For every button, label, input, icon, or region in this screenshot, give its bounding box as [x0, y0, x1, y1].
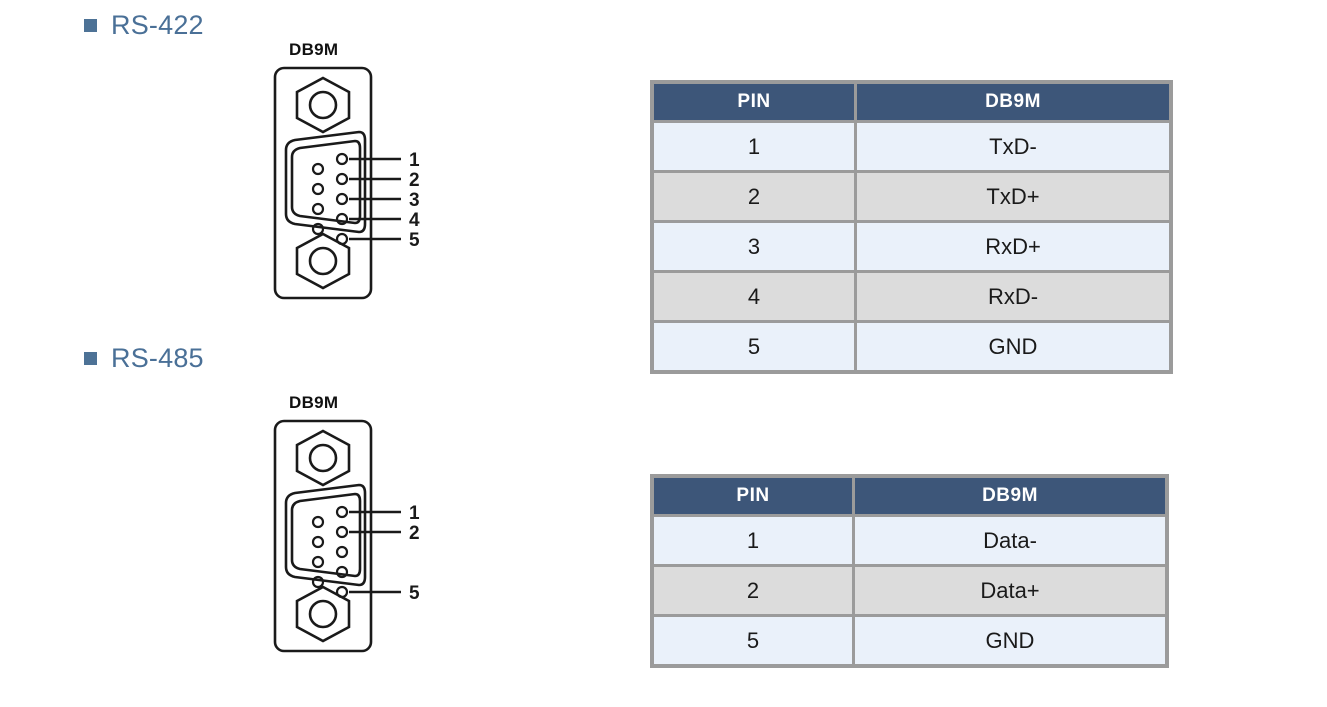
- svg-text:1: 1: [409, 503, 420, 524]
- cell-signal: GND: [855, 617, 1165, 664]
- section-heading-rs485: RS-485: [84, 345, 204, 372]
- column-header-pin: PIN: [654, 84, 854, 120]
- table-row: 5 GND: [654, 323, 1169, 370]
- svg-text:3: 3: [409, 190, 420, 211]
- column-header-signal: DB9M: [855, 478, 1165, 514]
- svg-text:1: 1: [409, 150, 420, 171]
- cell-signal: TxD-: [857, 123, 1169, 170]
- pinout-table-rs422: PIN DB9M 1 TxD- 2 TxD+ 3 RxD+ 4 RxD- 5 G…: [650, 80, 1173, 374]
- column-header-pin: PIN: [654, 478, 852, 514]
- svg-text:4: 4: [409, 210, 420, 231]
- table-header-row: PIN DB9M: [654, 478, 1165, 514]
- cell-pin: 4: [654, 273, 854, 320]
- table-row: 4 RxD-: [654, 273, 1169, 320]
- cell-signal: Data+: [855, 567, 1165, 614]
- svg-text:2: 2: [409, 170, 420, 191]
- cell-signal: GND: [857, 323, 1169, 370]
- svg-text:5: 5: [409, 230, 420, 251]
- bullet-square-icon: [84, 352, 97, 365]
- cell-signal: TxD+: [857, 173, 1169, 220]
- pin-leader-lines: [349, 510, 401, 594]
- connector-diagram-rs485: DB9M 1 2 5: [273, 393, 443, 694]
- table-row: 3 RxD+: [654, 223, 1169, 270]
- table-row: 2 Data+: [654, 567, 1165, 614]
- db9m-connector-svg: 1 2 3 4 5: [273, 66, 420, 300]
- connector-caption: DB9M: [289, 40, 339, 59]
- pin-number-labels: 1 2 5: [409, 503, 420, 604]
- cell-signal: RxD-: [857, 273, 1169, 320]
- pinout-table-rs485: PIN DB9M 1 Data- 2 Data+ 5 GND: [650, 474, 1169, 668]
- cell-signal: RxD+: [857, 223, 1169, 270]
- section-title: RS-422: [111, 10, 204, 40]
- db9m-connector-svg: 1 2 5: [273, 419, 420, 653]
- column-header-signal: DB9M: [857, 84, 1169, 120]
- cell-pin: 1: [654, 123, 854, 170]
- table-row: 1 Data-: [654, 517, 1165, 564]
- cell-signal: Data-: [855, 517, 1165, 564]
- table-row: 5 GND: [654, 617, 1165, 664]
- section-heading-rs422: RS-422: [84, 12, 204, 39]
- cell-pin: 5: [654, 323, 854, 370]
- cell-pin: 1: [654, 517, 852, 564]
- cell-pin: 3: [654, 223, 854, 270]
- connector-caption: DB9M: [289, 393, 339, 412]
- table-row: 2 TxD+: [654, 173, 1169, 220]
- cell-pin: 5: [654, 617, 852, 664]
- cell-pin: 2: [654, 173, 854, 220]
- table-header-row: PIN DB9M: [654, 84, 1169, 120]
- cell-pin: 2: [654, 567, 852, 614]
- pin-leader-lines: [349, 157, 401, 241]
- svg-text:5: 5: [409, 583, 420, 604]
- table-row: 1 TxD-: [654, 123, 1169, 170]
- svg-text:2: 2: [409, 523, 420, 544]
- connector-diagram-rs422: DB9M 1: [273, 40, 443, 341]
- bullet-square-icon: [84, 19, 97, 32]
- pin-number-labels: 1 2 3 4 5: [409, 150, 420, 251]
- section-title: RS-485: [111, 343, 204, 373]
